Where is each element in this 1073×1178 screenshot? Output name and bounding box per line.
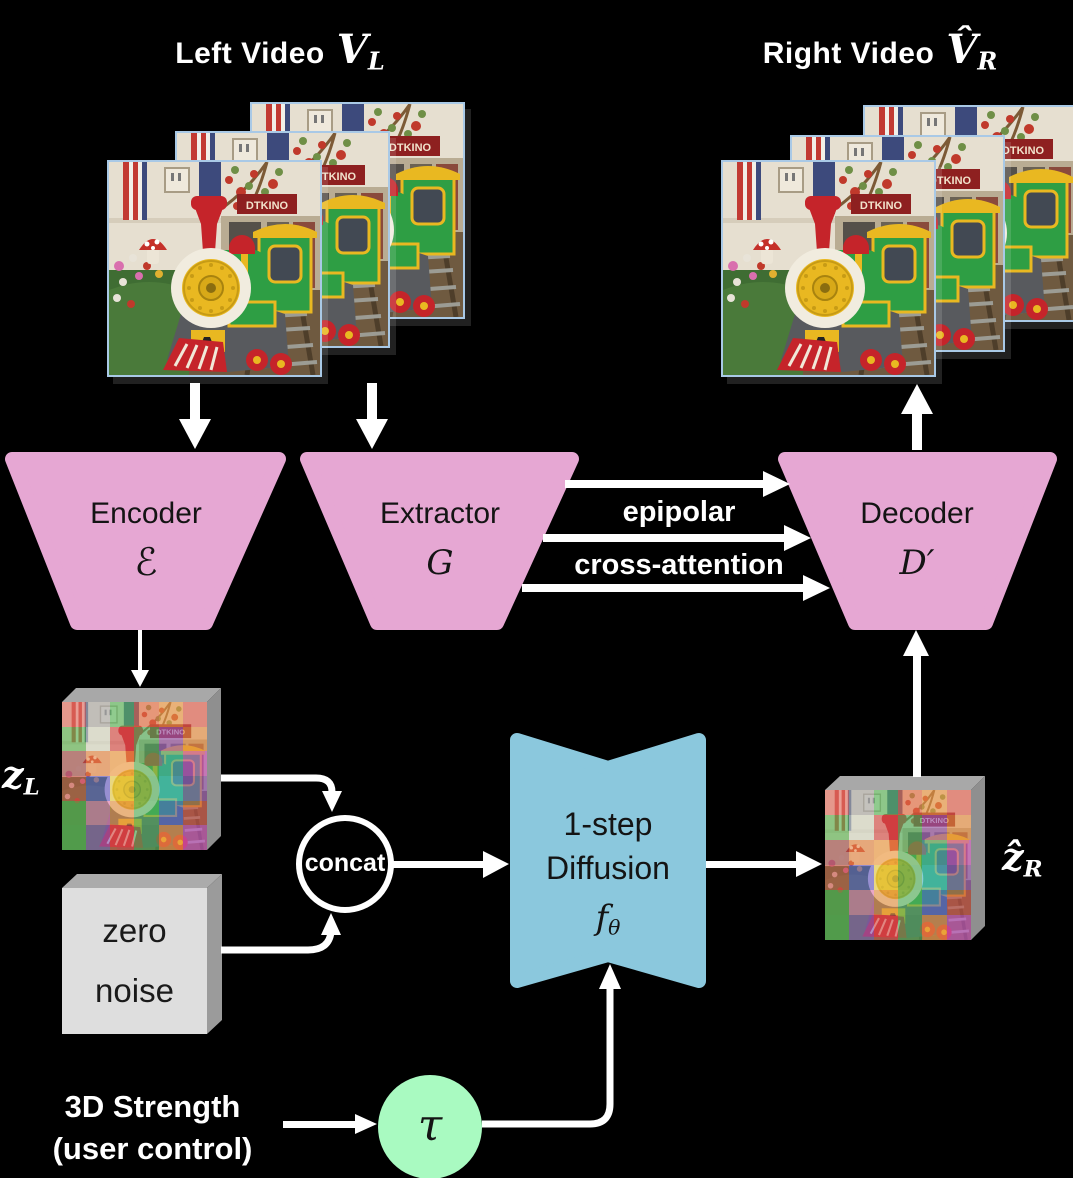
right-video-frame-front [721,160,936,377]
arrow-concat-to-diffusion [393,851,509,878]
arrow-strength-to-tau [283,1114,377,1134]
concat-label: concat [304,849,386,877]
tau-symbol: τ [417,1100,443,1151]
arrow-extractor-to-decoder-1 [565,471,790,497]
strength-label-line1: 3D Strength [64,1089,241,1124]
attention-label-line2: cross-attention [574,549,784,581]
diffusion-label-line1: 1-step [563,806,653,842]
left-video-symbol: VL [336,26,385,76]
strength-label-line2: (user control) [52,1131,253,1166]
arrow-left-video-to-extractor [356,383,388,449]
latent-z-right-label: ẑR [1002,834,1043,883]
arrow-left-video-to-encoder [179,383,211,449]
decoder-label: Decoder [860,497,974,530]
diffusion-label-line2: Diffusion [546,850,670,886]
latent-z-right-cube [825,776,986,940]
left-video-title: Left Video VL [140,26,420,76]
left-video-frame-front [107,160,322,377]
encoder-symbol: ℰ [134,540,158,584]
arrow-diffusion-to-latent-right [706,851,822,877]
arrow-latent-right-to-decoder [903,630,929,777]
decoder-symbol: D′ [899,543,935,583]
arrow-noise-to-concat [221,913,341,954]
right-video-symbol: V̂R [946,26,998,76]
right-video-label: Right Video [762,37,935,70]
decoder-trapezoid [778,452,1057,630]
zero-noise-box: zero noise [62,874,223,1035]
latent-color-grid [62,702,207,850]
diffusion-symbol: fθ [595,898,621,940]
zero-noise-label-line1: zero [102,911,167,949]
encoder-label: Encoder [90,497,202,530]
attention-label-line1: epipolar [622,496,736,528]
arrow-encoder-to-latent [131,630,149,687]
latent-z-left-cube [62,688,222,851]
right-video-title: Right Video V̂R [740,26,1020,76]
extractor-label: Extractor [379,497,501,530]
extractor-symbol: G [426,543,454,583]
latent-color-grid [825,790,971,940]
arrow-decoder-to-right-video [901,384,933,450]
zero-noise-label-line2: noise [95,972,174,1009]
latent-z-right-face [825,790,971,940]
latent-z-left-face [62,702,207,850]
latent-z-left-label: zL [2,752,40,801]
left-video-label: Left Video [175,37,325,70]
arrow-tau-to-diffusion [482,964,621,1128]
strength-label: 3D Strength (user control) [30,1086,275,1170]
extractor-trapezoid [300,452,579,630]
arrow-latent-to-concat [221,774,342,812]
